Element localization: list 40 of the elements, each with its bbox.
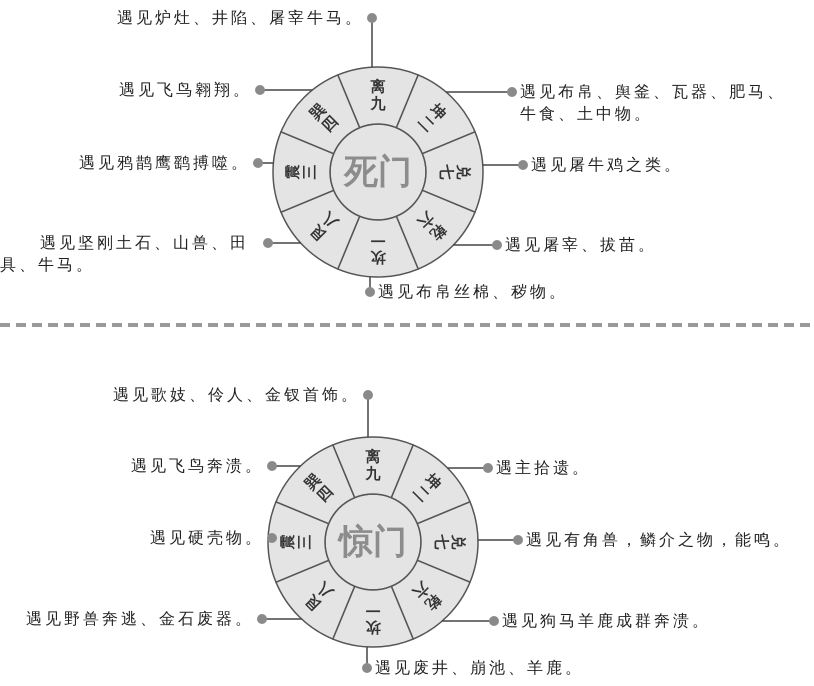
annotation-text: 遇见有角兽，鳞介之物，能鸣。 (526, 529, 792, 551)
leader-line (363, 390, 373, 438)
annotation-text: 遇见布帛、舆釜、瓦器、肥马、牛食、土中物。 (520, 81, 792, 125)
wheel-segment: 艮八 (275, 560, 356, 640)
wheel-segment: 乾六 (396, 190, 476, 270)
wheel-segment: 巽四 (275, 444, 356, 524)
leader-line (453, 240, 502, 250)
annotation-text: 遇见鸦鹊鹰鹞搏噬。 (79, 152, 250, 174)
annotation-text: 遇见硬壳物。 (150, 527, 264, 549)
leader-line (263, 238, 301, 248)
leader-line (267, 461, 301, 471)
leader-line (367, 13, 377, 68)
leader-line (257, 614, 302, 624)
wheel-segment: 坤二 (396, 74, 476, 154)
leader-line (446, 87, 517, 97)
annotation-text: 遇见炉灶、井陷、屠宰牛马。 (117, 7, 364, 29)
leader-line (365, 276, 375, 297)
annotation-text: 遇见飞鸟奔溃。 (131, 455, 264, 477)
annotation-text: 遇见飞鸟翱翔。 (119, 79, 252, 101)
leader-line (267, 533, 277, 543)
leader-line (478, 535, 523, 545)
annotation-text: 遇见布帛丝棉、秽物。 (378, 281, 568, 303)
leader-line (448, 463, 493, 473)
leader-line (482, 160, 528, 170)
annotation-text: 遇见屠宰、拔苗。 (505, 234, 657, 256)
leader-line (255, 85, 312, 95)
annotation-text: 遇见狗马羊鹿成群奔溃。 (502, 610, 711, 632)
annotation-text: 遇见歌妓、伶人、金钗首饰。 (113, 384, 360, 406)
leader-line (253, 158, 274, 168)
annotation-text: 遇见废井、崩池、羊鹿。 (375, 657, 584, 679)
annotation-text: 遇见屠牛鸡之类。 (531, 154, 683, 176)
wheel-segment: 巽四 (280, 74, 360, 154)
wheel-segment: 乾六 (390, 560, 471, 640)
leader-line (442, 616, 499, 626)
wheel-segment: 艮八 (280, 190, 360, 270)
annotation-text: 遇主拾遗。 (496, 457, 591, 479)
annotation-text: 遇见坚刚土石、山兽、田具、牛马。 (0, 232, 260, 276)
leader-line (362, 646, 372, 673)
wheel-segment: 坤二 (390, 444, 471, 524)
annotation-text: 遇见野兽奔逃、金石废器。 (26, 608, 254, 630)
